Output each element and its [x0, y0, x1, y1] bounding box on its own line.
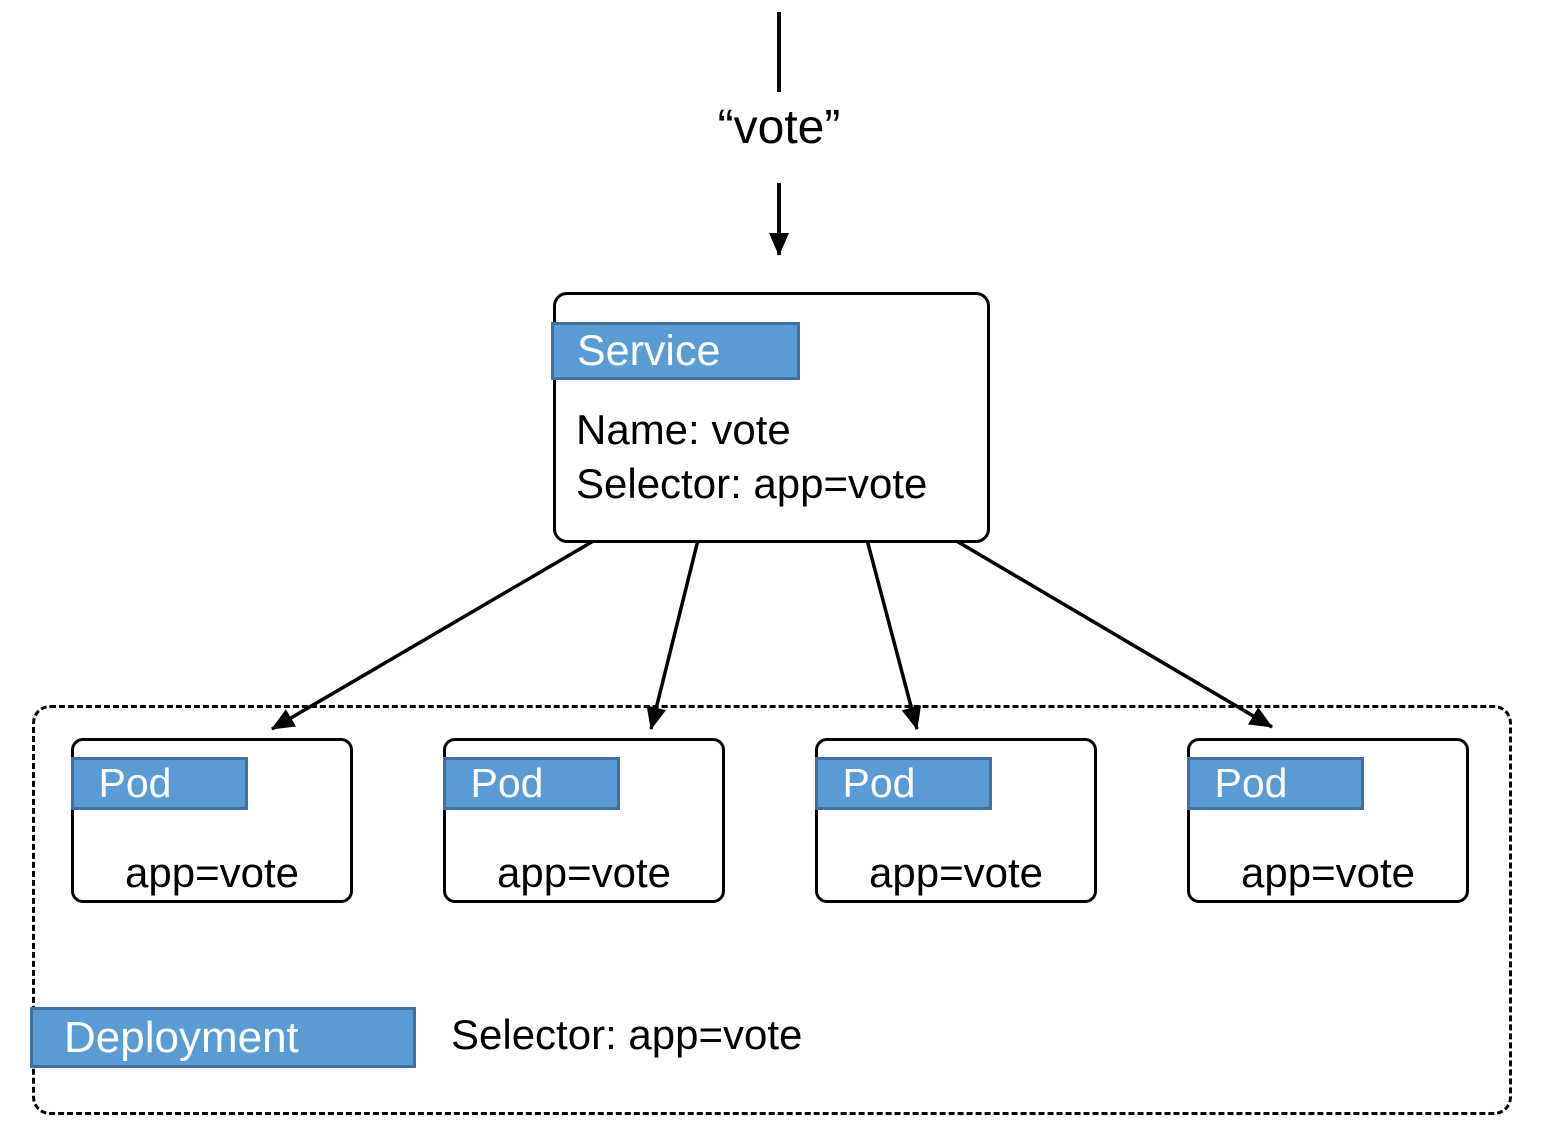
pod-selector-label: app=vote [497, 849, 671, 896]
client-request-label: “vote” [717, 101, 841, 154]
service-type-badge: Service [551, 322, 800, 380]
pod-type-badge: Pod [814, 757, 992, 810]
pod-selector-label: app=vote [125, 849, 299, 896]
pod-type-badge-label: Pod [842, 760, 916, 806]
deployment-selector-line: Selector: app=vote [451, 1011, 803, 1058]
deployment-type-badge-label: Deployment [64, 1012, 299, 1062]
pod-type-badge-label: Pod [1214, 760, 1288, 806]
service-to-pod2-arrow [646, 535, 701, 730]
pod-box-1: Pod app=vote [70, 738, 353, 903]
pod-box-4: Pod app=vote [1186, 738, 1469, 903]
service-details: Name: vote Selector: app=vote [576, 403, 927, 511]
service-name-line: Name: vote [576, 406, 791, 453]
service-type-badge-label: Service [577, 326, 721, 375]
deployment-type-badge: Deployment [30, 1007, 416, 1068]
pod-selector-label: app=vote [869, 849, 1043, 896]
pod-type-badge: Pod [1186, 757, 1364, 810]
pod-type-badge-label: Pod [98, 760, 172, 806]
pod-selector-label: app=vote [1241, 849, 1415, 896]
pod-box-3: Pod app=vote [814, 738, 1097, 903]
service-to-pod3-arrow [864, 535, 922, 730]
pod-type-badge: Pod [70, 757, 248, 810]
service-to-pod1-arrow [271, 534, 603, 731]
pod-box-2: Pod app=vote [442, 738, 725, 903]
pod-type-badge-label: Pod [470, 760, 544, 806]
deployment-box [32, 705, 1512, 1115]
service-selector-line: Selector: app=vote [576, 460, 928, 507]
service-to-pod4-arrow [947, 534, 1273, 729]
pod-type-badge: Pod [442, 757, 620, 810]
